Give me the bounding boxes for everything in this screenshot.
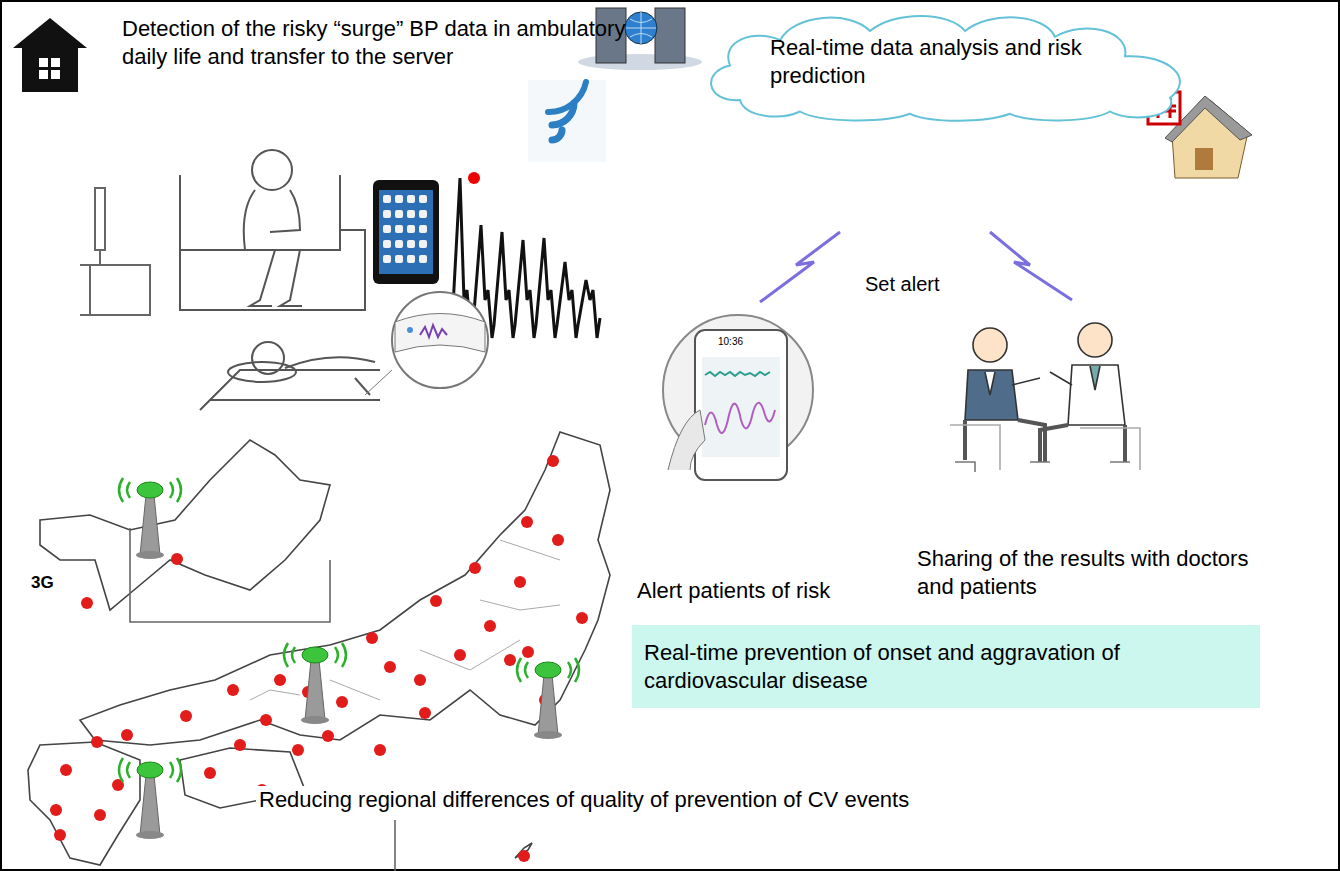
lightning-bolts: [760, 232, 1072, 302]
cloud-shape: Real-time data analysis and risk predict…: [700, 8, 1200, 123]
wifi-icon: [528, 80, 606, 162]
tv-drawing: [80, 188, 150, 315]
sleeping-person-drawing: [200, 342, 380, 410]
network-label: 3G: [28, 572, 57, 593]
antenna-icons: [119, 478, 579, 839]
node-text: Real-time data analysis and risk predict…: [770, 34, 1160, 89]
node-text: Real-time prevention of onset and aggrav…: [644, 639, 1248, 694]
caption-text: Alert patients of risk: [637, 577, 830, 605]
sofa-person-drawing: [180, 150, 365, 310]
doctor-patient-drawing: [950, 323, 1140, 472]
surge-dot: [468, 172, 480, 184]
wristband-inset: [365, 292, 488, 395]
caption-text: Sharing of the results with doctors and …: [917, 545, 1257, 600]
phone-time: 10:36: [718, 336, 743, 349]
house-icon: [13, 18, 87, 92]
caption-text: Reducing regional differences of quality…: [256, 786, 912, 814]
tablet-icon: [373, 180, 439, 284]
heading-text: Detection of the risky “surge” BP data i…: [122, 15, 642, 70]
phone-inset: [663, 315, 813, 480]
highlight-band: Real-time prevention of onset and aggrav…: [632, 625, 1260, 708]
alert-label: Set alert: [865, 272, 939, 297]
